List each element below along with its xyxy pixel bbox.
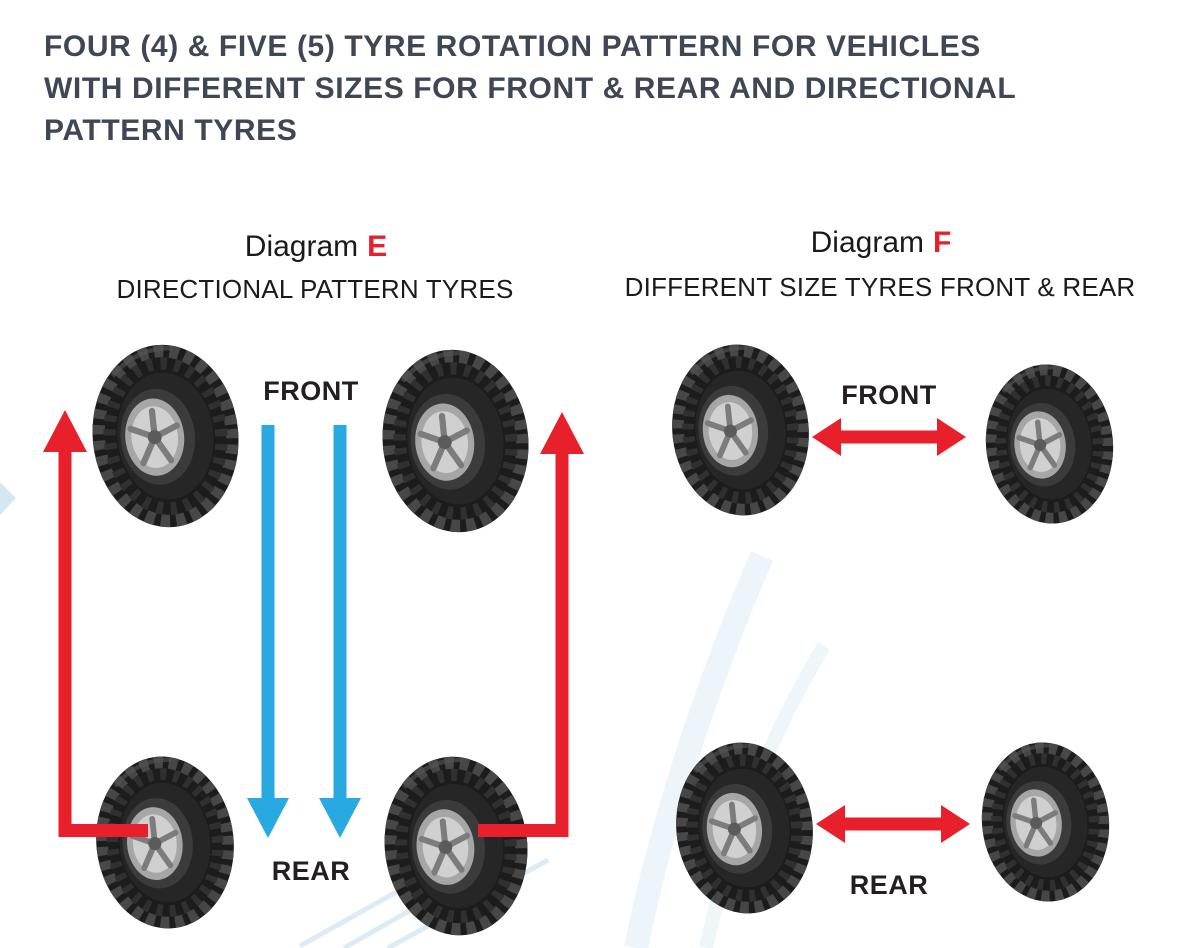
arrow-e-inner-right-down [319,425,361,838]
page-title-line-3: PATTERN TYRES [44,114,298,147]
tyre-f-rear-left [672,738,817,918]
page-title: FOUR (4) & FIVE (5) TYRE ROTATION PATTER… [44,26,1124,152]
diagram-e-letter: E [367,230,388,263]
arrow-e-inner-left-down [247,425,289,838]
diagram-f-letter: F [933,226,952,259]
diagram-f-subtitle: DIFFERENT SIZE TYRES FRONT & REAR [624,272,1136,302]
diagram-e-front-label: FRONT [263,376,359,406]
tyre-f-rear-right [978,738,1113,906]
tyre-f-front-right [982,360,1117,528]
tyre-e-front-left [88,340,243,532]
diagram-f-front-label: FRONT [841,380,937,410]
arrow-f-rear-swap [816,805,970,843]
page-title-line-1: FOUR (4) & FIVE (5) TYRE ROTATION PATTER… [44,30,981,63]
arrow-f-front-swap [812,418,966,456]
diagram-f-heading-prefix: Diagram [810,226,925,259]
tyre-f-front-left [668,340,813,520]
watermark-wedge [0,482,16,515]
diagram-f-rear-label: REAR [849,870,929,900]
diagram-e-subtitle: DIRECTIONAL PATTERN TYRES [116,274,514,304]
tyre-e-front-right [378,345,533,537]
diagram-e-rear-label: REAR [271,856,351,886]
diagram-e-heading-prefix: Diagram [244,230,359,263]
tyre-e-rear-right [380,752,532,940]
page-title-line-2: WITH DIFFERENT SIZES FOR FRONT & REAR AN… [44,72,1017,105]
tyre-e-rear-left [92,752,238,933]
